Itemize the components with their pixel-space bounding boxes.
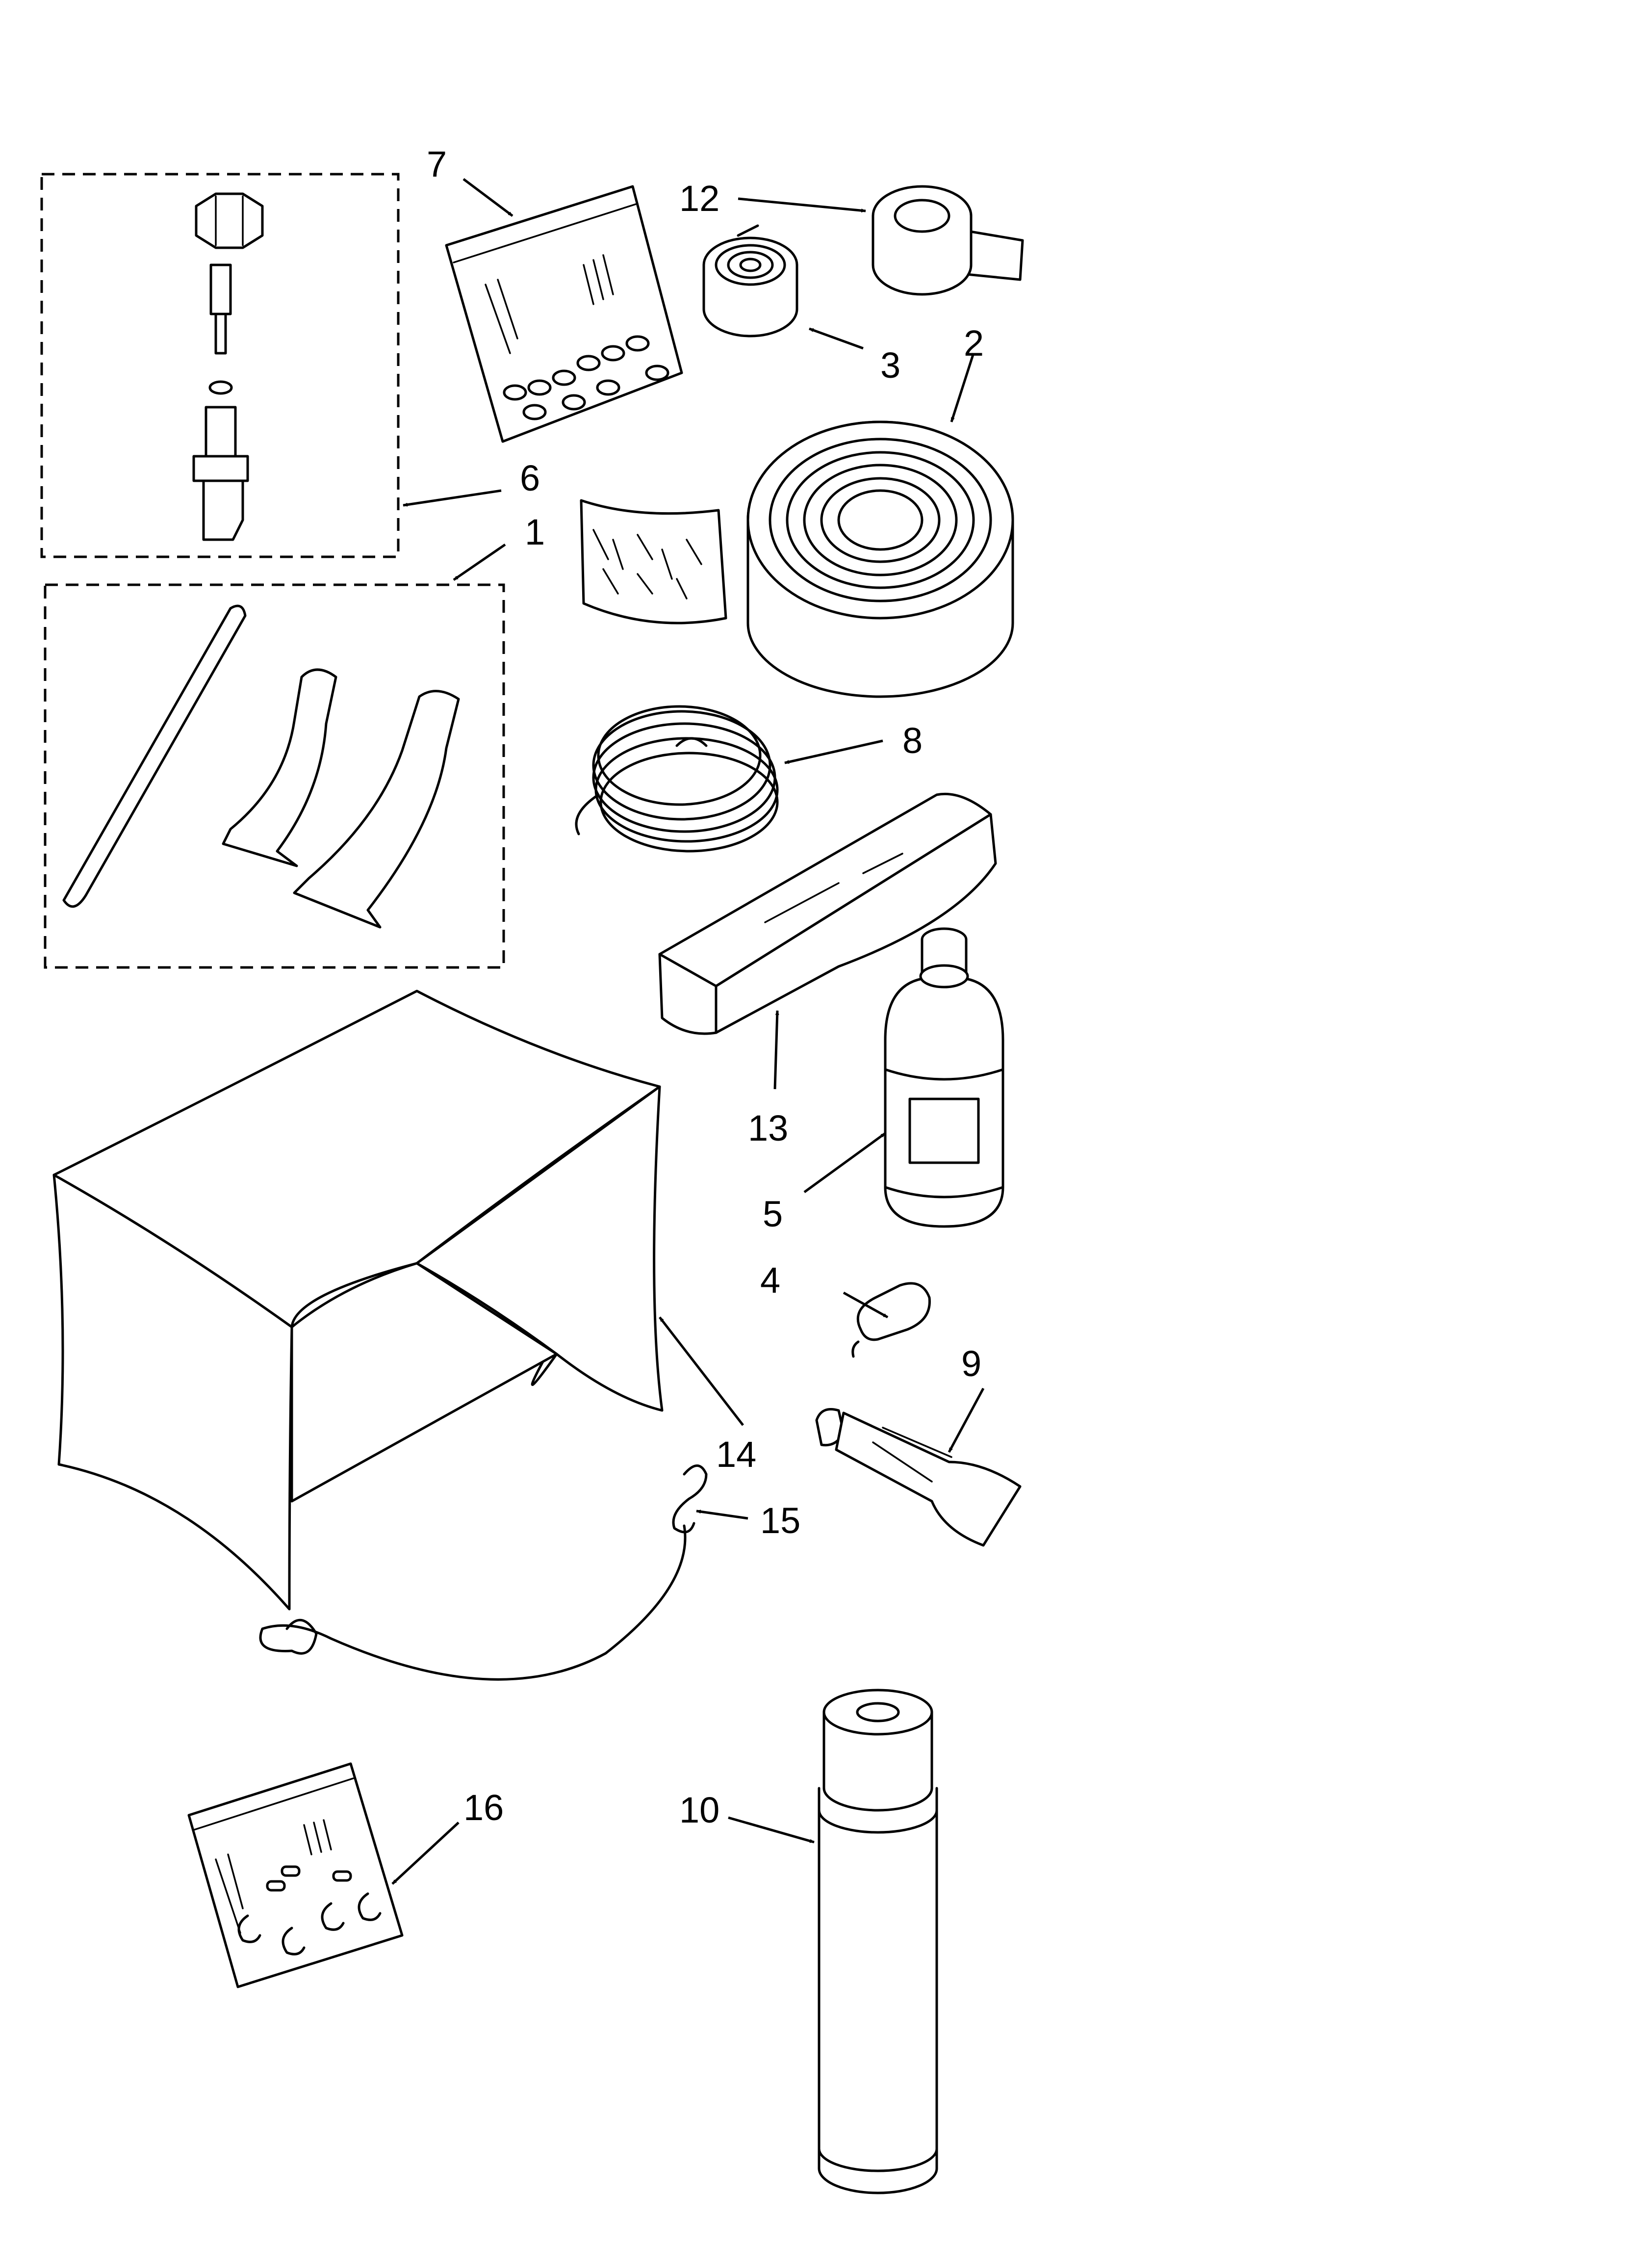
part-1-label: 1 — [525, 512, 545, 552]
part-14-label: 14 — [716, 1434, 756, 1475]
part-15-label: 15 — [760, 1500, 800, 1541]
part-16-label: 16 — [463, 1787, 504, 1828]
tape-roll-icon — [702, 224, 798, 338]
part-8-label: 8 — [902, 720, 923, 761]
part-3-label: 3 — [880, 345, 900, 386]
part-2-label: 2 — [964, 323, 984, 364]
clips-bag-icon — [187, 1762, 404, 1988]
part-6-label: 6 — [520, 458, 540, 498]
part-9-label: 10 — [679, 1790, 719, 1830]
part-10-label: 9 — [961, 1343, 981, 1384]
putty-bar-icon — [658, 792, 997, 1035]
tube-kit-icon — [44, 583, 505, 969]
cover-icon — [52, 990, 664, 1611]
part-4-label: 4 — [760, 1260, 780, 1301]
tape-roll-icon — [872, 185, 1024, 296]
tube-icon — [815, 1408, 1022, 1547]
spray-can-icon — [818, 1689, 938, 2194]
part-7-label: 7 — [427, 144, 447, 184]
hook-cord-icon — [259, 1464, 708, 1681]
wire-coil-icon — [575, 705, 779, 853]
part-5-label: 5 — [763, 1194, 783, 1234]
parts-bag-icon — [445, 185, 683, 443]
capsule-icon — [851, 1282, 931, 1358]
valve-fitting-icon — [40, 173, 400, 558]
insulation-roll-icon — [580, 420, 1014, 698]
part-13-label: 13 — [748, 1108, 788, 1148]
part-12-label: 12 — [679, 178, 719, 219]
bottle-icon — [884, 927, 1004, 1228]
